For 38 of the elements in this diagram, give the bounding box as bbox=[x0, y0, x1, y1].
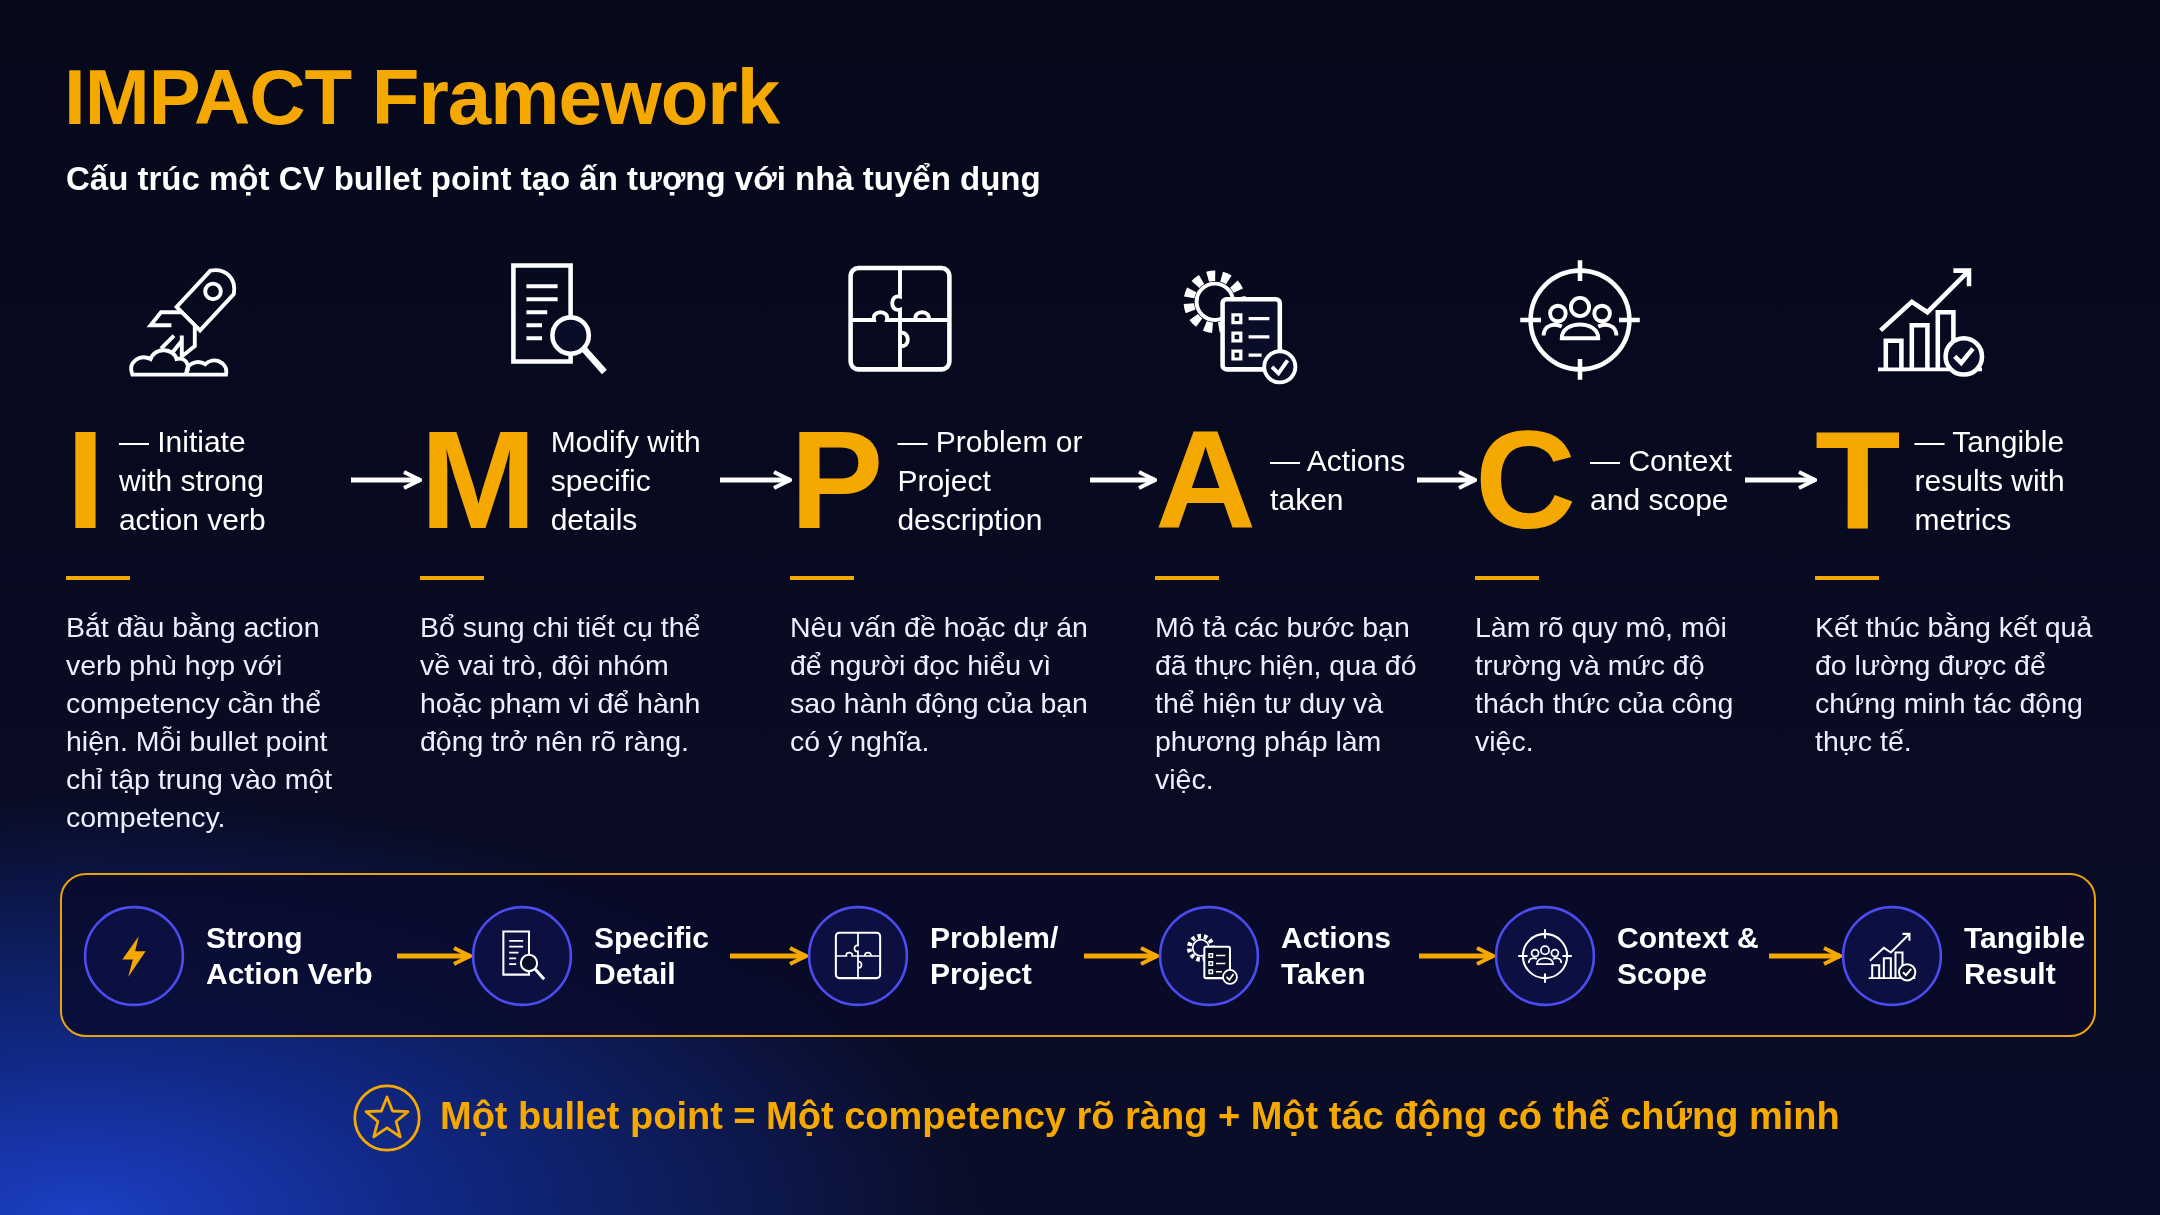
step-description: Kết thúc bằng kết quả đo lường được để chứng minh tác động thực tế. bbox=[1815, 610, 2094, 759]
summary-label: Context & Scope bbox=[1617, 920, 1760, 992]
arrow bbox=[1745, 470, 1817, 490]
arrow bbox=[397, 946, 472, 966]
title: IMPACT Framework bbox=[64, 52, 780, 143]
step-letter: P bbox=[790, 410, 884, 550]
step-heading: — Tangible results with metrics bbox=[1914, 423, 2066, 538]
summary-label: Specific Detail bbox=[594, 920, 711, 992]
arrow bbox=[720, 470, 792, 490]
step-letter: I bbox=[66, 410, 105, 550]
summary-label: Tangible Result bbox=[1964, 920, 2086, 992]
arrow bbox=[1769, 946, 1842, 966]
step-letter: M bbox=[420, 410, 537, 550]
step-description: Làm rõ quy mô, môi trường và mức độ thách thức của công việc. bbox=[1475, 610, 1735, 759]
subtitle: Cấu trúc một CV bullet point tạo ấn tượng với nhà tuyển dụng bbox=[66, 160, 1041, 198]
step-description: Bắt đầu bằng action verb phù hợp với competency cần thể hiện. Mỗi bullet point chỉ tập trung vào một competency. bbox=[66, 610, 334, 835]
step-heading: Modify with specific details bbox=[550, 423, 702, 538]
arrow bbox=[1419, 946, 1495, 966]
step-heading: — Actions taken bbox=[1270, 443, 1407, 518]
step-heading: — Initiate with strong action verb bbox=[118, 423, 267, 538]
arrow bbox=[730, 946, 808, 966]
summary-label: Strong Action Verb bbox=[206, 920, 374, 992]
tagline: Một bullet point = Một competency rõ ràng + Một tác động có thể chứng minh bbox=[440, 1095, 1840, 1138]
step-letter: T bbox=[1815, 410, 1901, 550]
arrow bbox=[1084, 946, 1159, 966]
arrow bbox=[351, 470, 422, 490]
step-heading: — Context and scope bbox=[1590, 443, 1733, 518]
step-description: Bổ sung chi tiết cụ thể về vai trò, đội nhóm hoặc phạm vi để hành động trở nên rõ ràng. bbox=[420, 610, 702, 759]
arrow bbox=[1090, 470, 1157, 490]
step-description: Nêu vấn đề hoặc dự án để người đọc hiểu vì sao hành động của bạn có ý nghĩa. bbox=[790, 610, 1089, 759]
summary-label: Actions Taken bbox=[1281, 920, 1392, 992]
arrow bbox=[1417, 470, 1477, 490]
summary-label: Problem/ Project bbox=[930, 920, 1060, 992]
step-description: Mô tả các bước bạn đã thực hiện, qua đó thể hiện tư duy và phương pháp làm việc. bbox=[1155, 610, 1417, 797]
step-letter: C bbox=[1475, 410, 1577, 550]
summary-band bbox=[60, 873, 2096, 1037]
step-heading: — Problem or Project description bbox=[897, 423, 1084, 538]
step-letter: A bbox=[1155, 410, 1257, 550]
